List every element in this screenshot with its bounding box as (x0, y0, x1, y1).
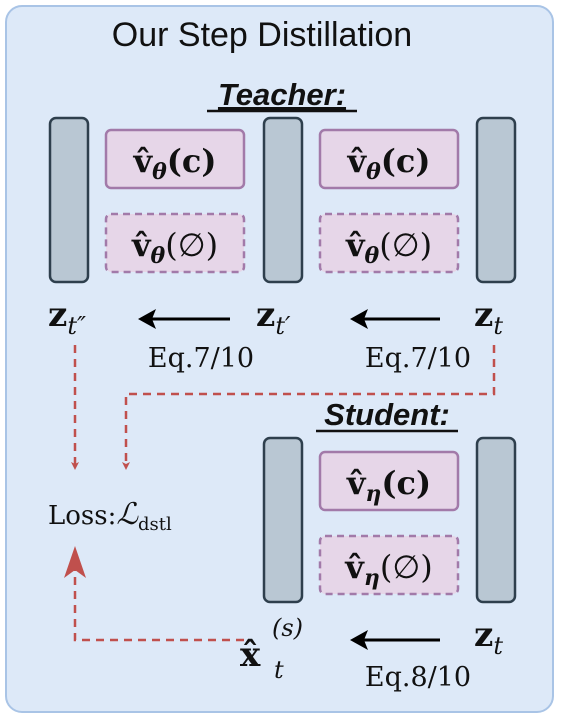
latent-label-z-t-student: zt (474, 615, 503, 660)
dashed-arrow-x-hat-to-loss (73, 560, 244, 642)
student-uncond-box (318, 534, 460, 596)
student-eq: Eq.8/10 (365, 662, 471, 693)
teacher-cond-label-left: v̂θ(c) (132, 142, 216, 185)
latent-bar-z-tp (262, 116, 304, 284)
student-arrowhead (350, 630, 368, 650)
latent-bar-z-t-teacher (475, 116, 517, 284)
teacher-cond-box-left (104, 128, 246, 190)
diagram-title: Our Step Distillation (112, 16, 412, 54)
latent-label-x-hat-sup: (s) (272, 614, 303, 642)
latent-label-x-hat-sub: t (274, 656, 284, 684)
teacher-uncond-box-left (104, 212, 246, 274)
teacher-cond-label-right: v̂θ(c) (346, 142, 430, 185)
latent-label-z-tpp: zt″ (48, 295, 86, 340)
loss-up-arrowhead (64, 546, 86, 578)
latent-bar-z-tpp (48, 116, 90, 284)
teacher-uncond-box-right (318, 212, 460, 274)
teacher-arrowhead-right (350, 309, 368, 329)
loss-label: Loss:ℒdstl (48, 497, 172, 535)
latent-label-z-t-teacher: zt (474, 295, 503, 340)
student-label: Student: (324, 397, 450, 432)
teacher-eq-right: Eq.7/10 (365, 343, 471, 374)
student-cond-label: v̂η(c) (346, 464, 431, 507)
teacher-arrowhead-left (138, 309, 156, 329)
latent-bar-z-t-student (475, 436, 517, 604)
latent-bar-x-hat (262, 436, 304, 604)
teacher-cond-box-right (318, 128, 460, 190)
student-cond-box (318, 450, 460, 512)
teacher-eq-left: Eq.7/10 (148, 343, 254, 374)
dashed-arrow-z-t-to-loss (121, 345, 496, 471)
latent-label-x-hat: x̂ (240, 635, 261, 675)
teacher-label: Teacher: (218, 77, 346, 112)
latent-label-z-tp: zt′ (256, 295, 291, 340)
student-uncond-label: v̂η(∅) (344, 548, 432, 591)
teacher-uncond-label-right: v̂θ(∅) (345, 226, 432, 269)
teacher-uncond-label-left: v̂θ(∅) (131, 226, 218, 269)
